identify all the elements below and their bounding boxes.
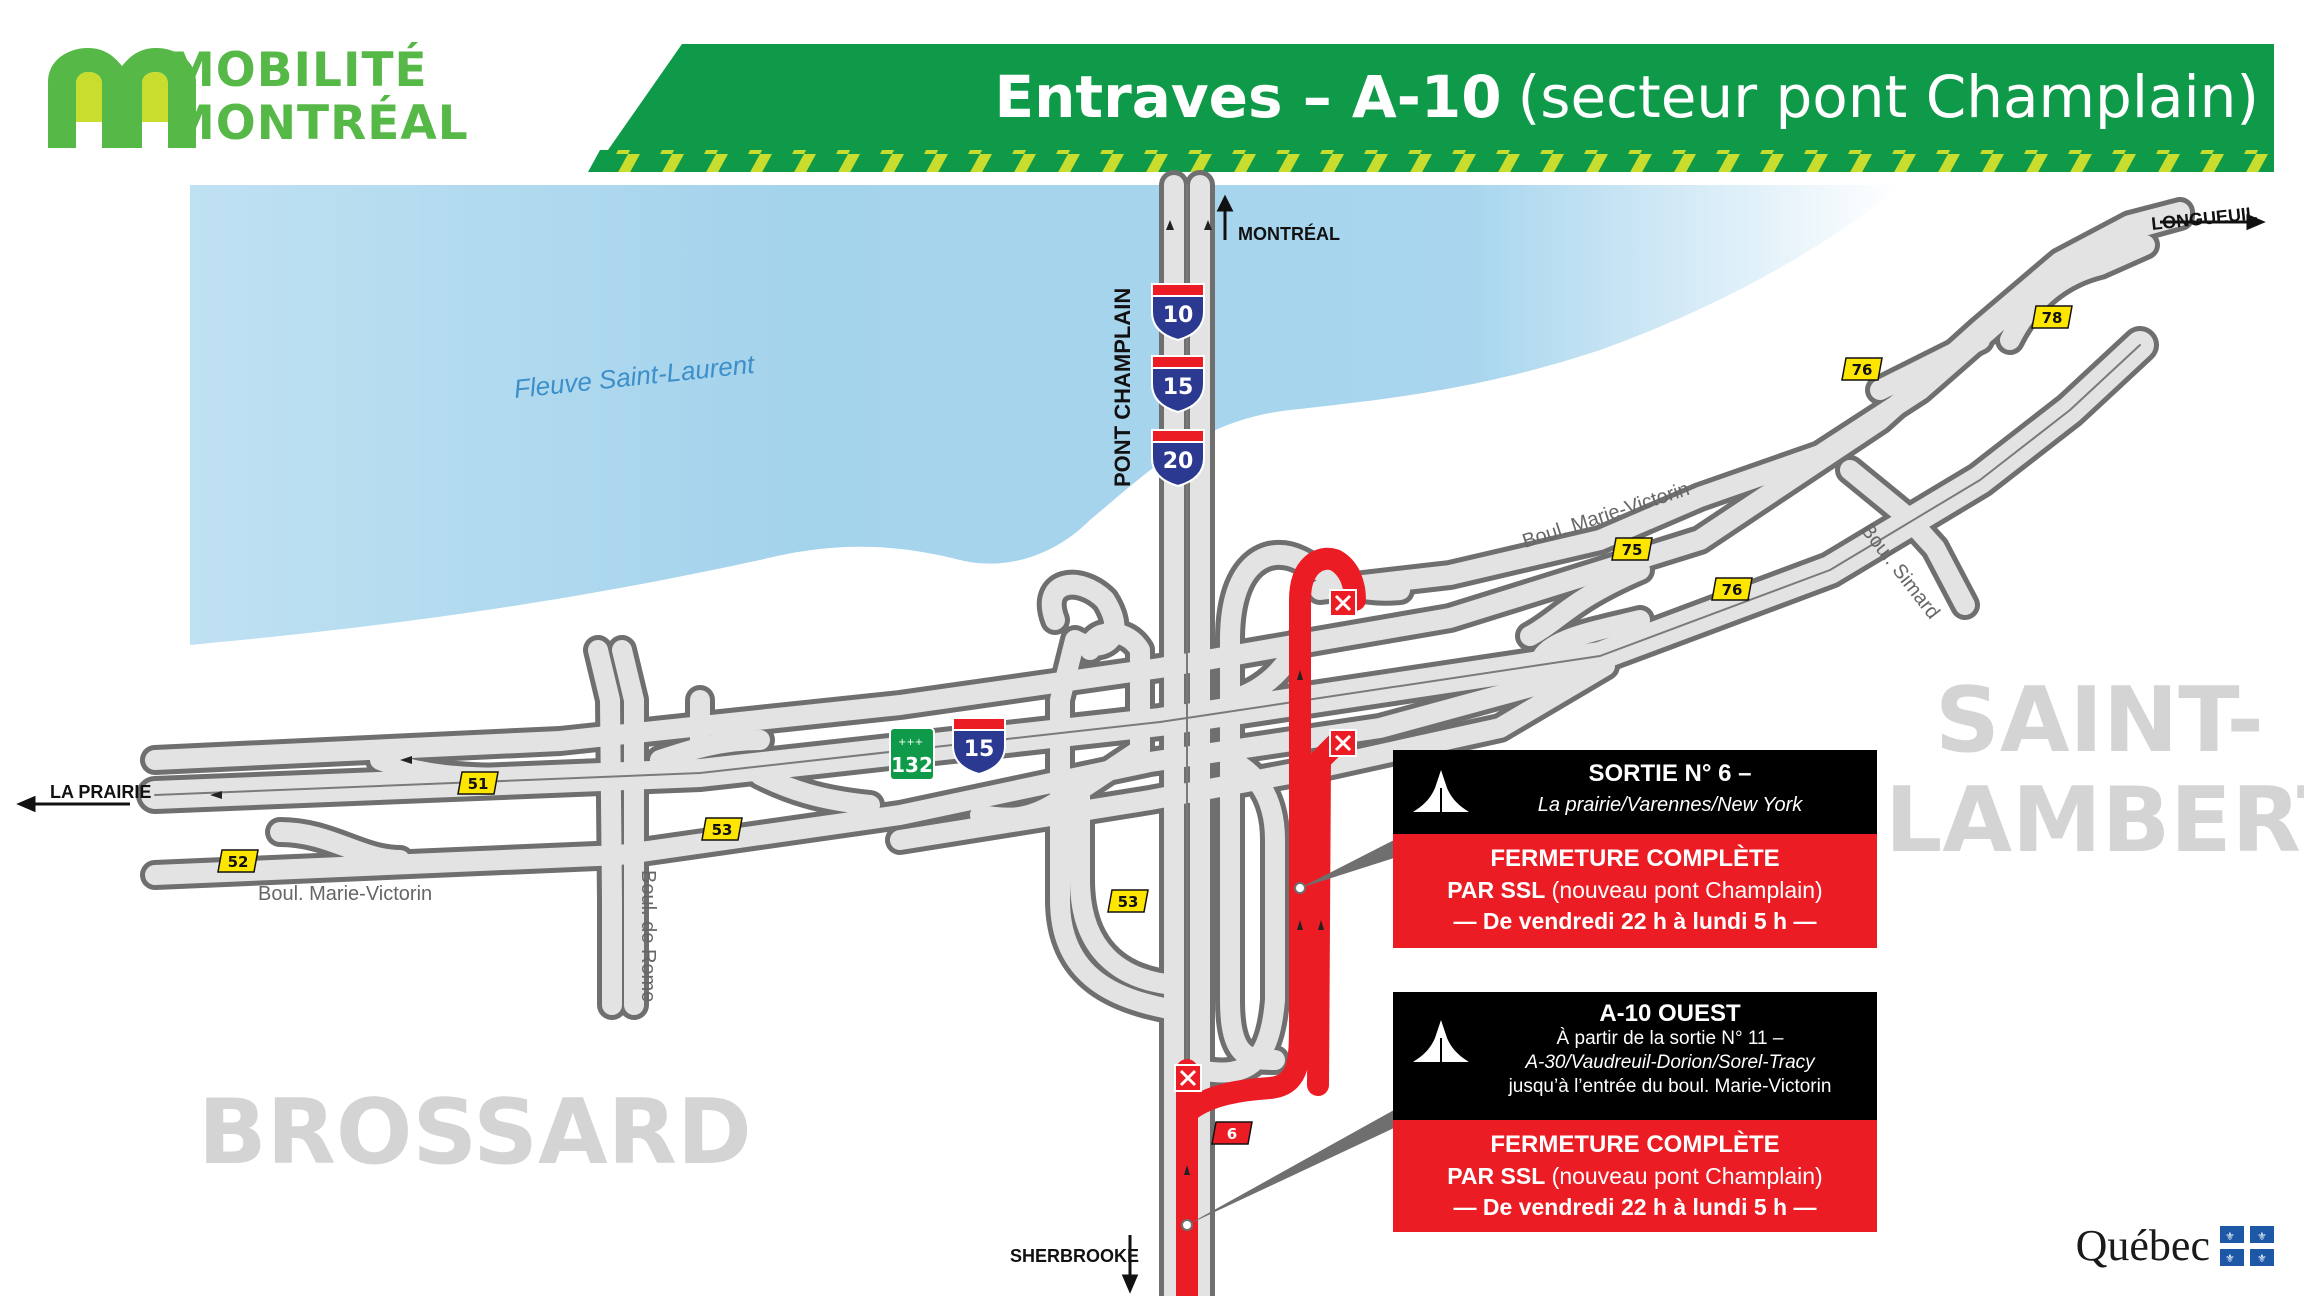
svg-text:15: 15 [1163,375,1194,400]
closure-by: PAR SSL (nouveau pont Champlain) [1393,875,1877,906]
closure-type: FERMETURE COMPLÈTE [1490,1131,1780,1158]
svg-text:6: 6 [1227,1125,1237,1143]
exit-label-53: 53 [1107,889,1149,913]
svg-text:75: 75 [1622,541,1643,559]
interstate-shield-15-main: 15 [952,717,1006,776]
closure-by-bold: PAR SSL [1447,877,1546,903]
city-saint-lambert-2: LAMBERT [1885,768,2304,873]
title-main: Entraves – A-10 [994,63,1502,131]
panel-line-3: A-30/Vaudreuil-Dorion/Sorel-Tracy [1525,1052,1815,1073]
closure-by-rest: (nouveau pont Champlain) [1545,877,1823,903]
street-marie-victorin-west: Boul. Marie-Victorin [258,883,432,905]
interstate-shield-10: 10 [1151,283,1205,342]
brand-wordmark: MOBILITÉ MONTRÉAL [168,44,469,150]
closure-by-bold: PAR SSL [1447,1163,1546,1189]
callout-pointers [1181,840,1394,1231]
city-saint-lambert-1: SAINT- [1935,668,2264,773]
exit-label-6: 6 [1211,1121,1253,1145]
quebec-logo: Québec ⚜ ⚜ ⚜ ⚜ [2076,1220,2274,1271]
river [190,185,1900,645]
dir-north-label: MONTRÉAL [1238,223,1340,244]
svg-text:52: 52 [228,853,249,871]
junction-icon [1413,770,1469,812]
closure-period: — De vendredi 22 h à lundi 5 h — [1453,1194,1817,1220]
closure-by-rest: (nouveau pont Champlain) [1545,1163,1823,1189]
exit-label-78: 78 [2031,305,2073,329]
svg-text:⚜: ⚜ [2257,1253,2267,1265]
page-title: Entraves – A-10 (secteur pont Champlain) [994,52,2259,142]
svg-text:53: 53 [1118,893,1139,911]
dir-south-label: SHERBROOKE [1010,1246,1139,1266]
city-brossard: BROSSARD [198,1080,752,1185]
panel-header: A-10 OUEST À partir de la sortie N° 11 –… [1393,992,1877,1120]
panel-title: SORTIE N° 6 – [1588,760,1752,787]
exit-label-52: 52 [217,849,259,873]
svg-text:+++: +++ [898,737,923,748]
exit-label-75: 75 [1611,537,1653,561]
closure-panel-exit-6: SORTIE N° 6 – La prairie/Varennes/New Yo… [1393,750,1877,948]
brand-line-1: MOBILITÉ [168,43,428,98]
dir-west-label: LA PRAIRIE [50,782,151,802]
route-132-label: 132 [891,753,933,777]
quebec-flag-icon: ⚜ ⚜ ⚜ ⚜ [2220,1225,2274,1266]
exit-label-53: 53 [701,817,743,841]
direction-arrows [16,194,2266,1294]
route-132-shield: +++ 132 [889,727,935,781]
exit-label-51: 51 [457,771,499,795]
interstate-shield-15: 15 [1151,355,1205,414]
bridge-label: PONT CHAMPLAIN [1110,288,1135,487]
interstate-shield-20: 20 [1151,429,1205,488]
svg-text:51: 51 [468,775,489,793]
brand-line-2: MONTRÉAL [168,96,469,151]
panel-line-2: À partir de la sortie N° 11 – [1556,1028,1784,1049]
mobilite-montreal-logo [48,48,196,148]
exit-label-76: 76 [1841,357,1883,381]
svg-text:76: 76 [1722,581,1743,599]
junction-icon [1413,1020,1469,1062]
panel-closure: FERMETURE COMPLÈTE PAR SSL (nouveau pont… [1393,1120,1877,1232]
closure-by: PAR SSL (nouveau pont Champlain) [1393,1161,1877,1192]
svg-text:76: 76 [1852,361,1873,379]
svg-text:⚜: ⚜ [2225,1253,2235,1265]
svg-text:20: 20 [1163,449,1194,474]
panel-subtitle: La prairie/Varennes/New York [1537,794,1803,816]
panel-title: A-10 OUEST [1599,1000,1741,1027]
svg-text:⚜: ⚜ [2257,1231,2267,1243]
closure-panel-a10-west: A-10 OUEST À partir de la sortie N° 11 –… [1393,992,1877,1232]
header-stripes [588,150,2274,172]
title-sub: (secteur pont Champlain) [1517,63,2259,131]
closure-x-markers [1174,589,1357,1092]
closure-period: — De vendredi 22 h à lundi 5 h — [1453,908,1817,934]
svg-text:10: 10 [1163,303,1194,328]
panel-closure: FERMETURE COMPLÈTE PAR SSL (nouveau pont… [1393,834,1877,948]
exit-label-76: 76 [1711,577,1753,601]
svg-text:15: 15 [964,737,995,762]
panel-line-4: jusqu’à l’entrée du boul. Marie-Victorin [1508,1076,1832,1097]
svg-text:78: 78 [2042,309,2063,327]
street-de-rome: Boul. de Rome [637,870,659,1002]
closure-type: FERMETURE COMPLÈTE [1490,845,1780,872]
panel-header: SORTIE N° 6 – La prairie/Varennes/New Yo… [1393,750,1877,834]
quebec-wordmark: Québec [2075,1221,2210,1270]
svg-text:53: 53 [712,821,733,839]
svg-text:⚜: ⚜ [2225,1231,2235,1243]
header-banner [608,44,2274,150]
